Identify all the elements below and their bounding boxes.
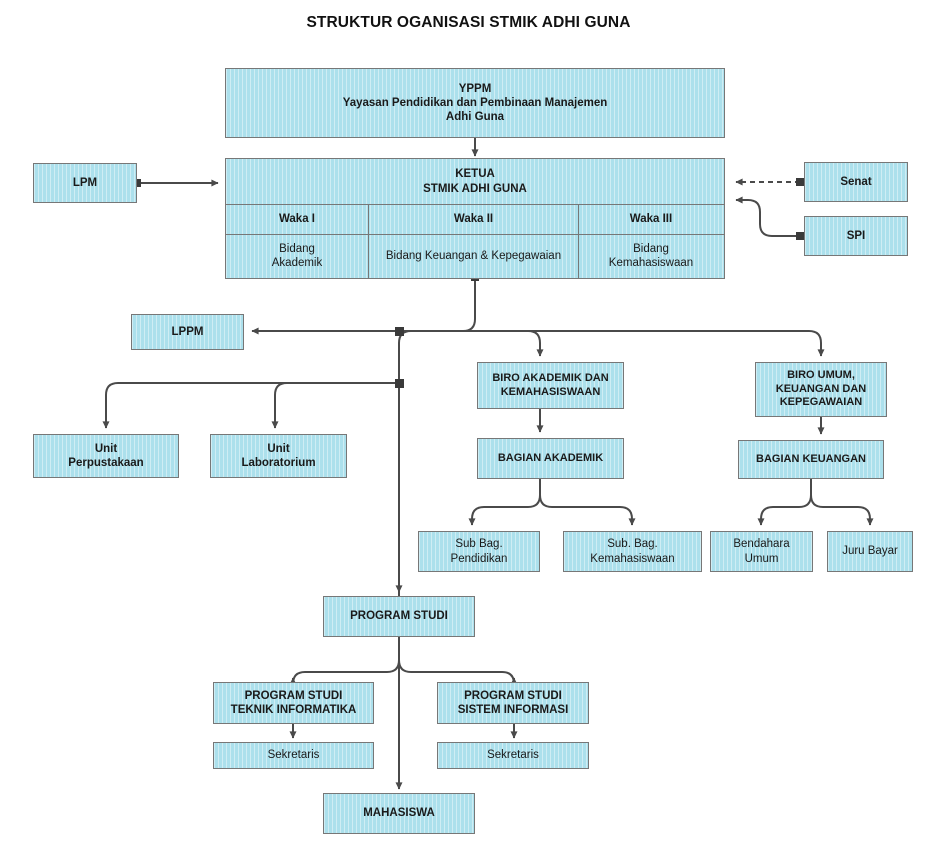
node-spi[interactable]: SPI [804,216,908,256]
waka-1-field: Bidang Akademik [226,234,369,279]
wire-bagianak-subkemahasiswaan [539,479,636,526]
node-yppm-line2: Yayasan Pendidikan dan Pembinaan Manajem… [342,96,608,109]
node-senat-label: Senat [840,175,872,188]
node-ps-teknik-informatika[interactable]: PROGRAM STUDI TEKNIK INFORMATIKA [213,682,374,724]
node-mahasiswa-label: MAHASISWA [363,807,435,820]
waka-1-field-line2: Akademik [271,257,323,270]
wire-ps-ti [289,637,400,685]
wire-spine-biro-umum [404,330,825,357]
node-ketua-line2: STMIK ADHI GUNA [423,182,527,195]
node-ps-sistem-informasi[interactable]: PROGRAM STUDI SISTEM INFORMASI [437,682,589,724]
node-sekretaris-si[interactable]: Sekretaris [437,742,589,769]
node-biro-akademik[interactable]: BIRO AKADEMIK DAN KEMAHASISWAAN [477,362,624,409]
node-yppm[interactable]: YPPM Yayasan Pendidikan dan Pembinaan Ma… [225,68,725,138]
waka-title-row: Waka I Waka II Waka III [226,205,724,235]
node-yppm-line1: YPPM [458,82,492,95]
node-biro-akademik-line1: BIRO AKADEMIK DAN [492,372,609,385]
node-lpm[interactable]: LPM [33,163,137,203]
node-sub-bag-pendidikan[interactable]: Sub Bag. Pendidikan [418,531,540,572]
junction-dot-spi [796,232,804,240]
junction-dot-senat [796,178,804,186]
junction-dot-lpm [133,179,141,187]
node-unit-perpustakaan-line2: Perpustakaan [68,457,144,469]
waka-1-title[interactable]: Waka I [226,205,369,234]
node-biro-umum[interactable]: BIRO UMUM, KEUANGAN DAN KEPEGAWAIAN [755,362,887,417]
junction-dot-lppm-bus [395,327,404,336]
node-program-studi[interactable]: PROGRAM STUDI [323,596,475,637]
node-lppm-label: LPPM [171,325,204,338]
node-lpm-label: LPM [72,176,98,189]
node-bagian-akademik-label: BAGIAN AKADEMIK [497,451,604,464]
node-bagian-keuangan-label: BAGIAN KEUANGAN [756,452,866,465]
node-sub-bag-pendidikan-line1: Sub Bag. [455,538,503,551]
wire-bagiankeu-bendahara [757,479,812,526]
node-ps-si-line1: PROGRAM STUDI [464,689,562,702]
wire-spi-ketua [735,196,800,237]
node-ketua-block[interactable]: KETUA STMIK ADHI GUNA Waka I Waka II Wak… [225,158,725,279]
waka-1-field-line1: Bidang [279,243,315,255]
node-mahasiswa[interactable]: MAHASISWA [323,793,475,834]
node-ps-si-line2: SISTEM INFORMASI [457,704,569,716]
node-juru-bayar-label: Juru Bayar [842,545,898,558]
waka-3-title[interactable]: Waka III [629,213,673,226]
node-biro-umum-line1: BIRO UMUM, [787,369,855,382]
node-biro-akademik-line2: KEMAHASISWAAN [500,385,601,398]
wire-spine-unit-laboratorium [271,382,395,429]
node-bagian-keuangan[interactable]: BAGIAN KEUANGAN [738,440,884,479]
wire-bagiankeu-jurubayar [810,479,874,526]
node-sub-bag-kemahasiswaan-line2: Kemahasiswaan [590,552,675,565]
node-ps-ti-line1: PROGRAM STUDI [244,689,343,702]
node-juru-bayar[interactable]: Juru Bayar [827,531,913,572]
node-sub-bag-kemahasiswaan[interactable]: Sub. Bag. Kemahasiswaan [563,531,702,572]
node-unit-laboratorium-line1: Unit [267,442,290,455]
node-ketua-header: KETUA STMIK ADHI GUNA [226,159,724,206]
node-sub-bag-pendidikan-line2: Pendidikan [450,552,508,565]
page-title: STRUKTUR OGANISASI STMIK ADHI GUNA [306,14,631,31]
node-ketua-line1: KETUA [455,167,495,180]
waka-field-row: Bidang Akademik Bidang Keuangan & Kepega… [226,234,724,279]
node-biro-umum-line2: KEUANGAN DAN [775,382,867,395]
node-lppm[interactable]: LPPM [131,314,244,350]
node-sekretaris-si-label: Sekretaris [487,749,539,762]
waka-2-title[interactable]: Waka II [369,205,579,234]
node-bendahara-umum-line1: Bendahara [733,538,790,551]
wire-ps-si [398,637,518,685]
node-unit-laboratorium-line2: Laboratorium [241,457,316,469]
node-bendahara-umum-line2: Umum [744,552,779,565]
node-bendahara-umum[interactable]: Bendahara Umum [710,531,813,572]
node-ps-ti-line2: TEKNIK INFORMATIKA [230,704,357,716]
node-unit-perpustakaan-line1: Unit [94,442,118,455]
node-spi-label: SPI [846,229,866,242]
wire-bagianak-subpendidikan [468,479,541,526]
node-yppm-line3: Adhi Guna [445,111,505,123]
waka-2-field-line1: Bidang Keuangan & Kepegawaian [385,250,562,263]
waka-2-field: Bidang Keuangan & Kepegawaian [369,234,579,279]
wire-spine-unit-perpustakaan [102,382,395,429]
node-sekretaris-ti[interactable]: Sekretaris [213,742,374,769]
node-biro-umum-line3: KEPEGAWAIAN [779,396,863,409]
node-senat[interactable]: Senat [804,162,908,202]
waka-3-field: Bidang Kemahasiswaan [579,235,723,278]
node-sub-bag-kemahasiswaan-line1: Sub. Bag. [607,538,658,551]
node-unit-perpustakaan[interactable]: Unit Perpustakaan [33,434,179,478]
junction-dot-units-bus [395,379,404,388]
wire-spine-biro-akademik [404,330,544,357]
node-sekretaris-ti-label: Sekretaris [267,749,320,762]
waka-3-field-line1: Bidang [633,243,669,255]
node-unit-laboratorium[interactable]: Unit Laboratorium [210,434,347,478]
node-program-studi-label: PROGRAM STUDI [350,610,448,623]
waka-3-field-line2: Kemahasiswaan [608,257,694,270]
node-bagian-akademik[interactable]: BAGIAN AKADEMIK [477,438,624,479]
